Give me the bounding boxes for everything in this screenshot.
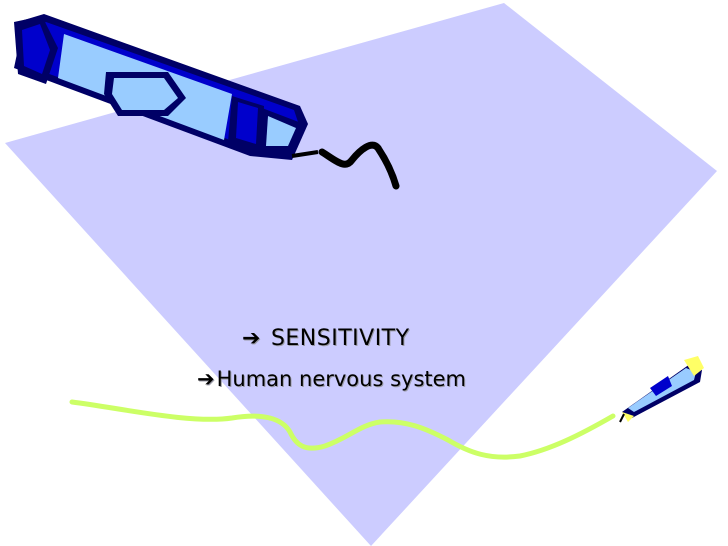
small-pen-icon xyxy=(619,356,704,423)
slide-title-text: SENSITIVITY xyxy=(270,326,410,351)
bullet-arrow-icon: ➔ xyxy=(242,326,261,351)
slide-subtitle: ➔Human nervous system xyxy=(197,367,466,391)
large-pen-icon xyxy=(14,14,400,190)
background-shape xyxy=(5,3,717,546)
slide-title: ➔ SENSITIVITY xyxy=(242,326,410,351)
squiggle-line xyxy=(69,399,616,460)
slide-subtitle-text: Human nervous system xyxy=(216,367,467,391)
bullet-arrow-icon: ➔ xyxy=(197,367,215,391)
